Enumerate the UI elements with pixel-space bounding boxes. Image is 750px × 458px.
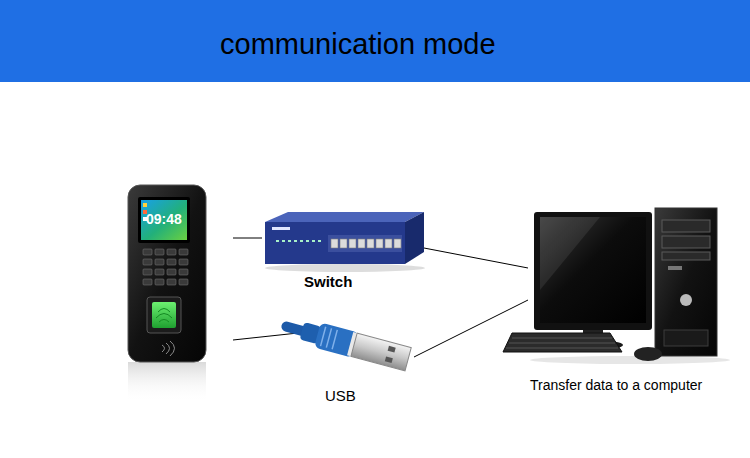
fingerprint-terminal [128,185,206,402]
network-switch [265,212,425,272]
screen-clock: 09:48 [146,211,182,228]
diagram-title: communication mode [220,27,496,62]
fingerprint-terminal: 09:48 [128,185,233,362]
connector-line [233,238,262,239]
usb-plug: USB [298,312,414,408]
device-label: USB [325,387,356,405]
title-layer: communication mode [0,0,750,82]
usb-plug [283,314,411,372]
computer: Transfer data to a computer [528,206,740,400]
device-label: Transfer data to a computer [530,377,702,394]
device-label: Switch [304,273,352,291]
network-switch: Switch [262,210,424,294]
connector-line [233,333,298,340]
connector-line [424,248,528,268]
desktop-computer [503,208,730,364]
